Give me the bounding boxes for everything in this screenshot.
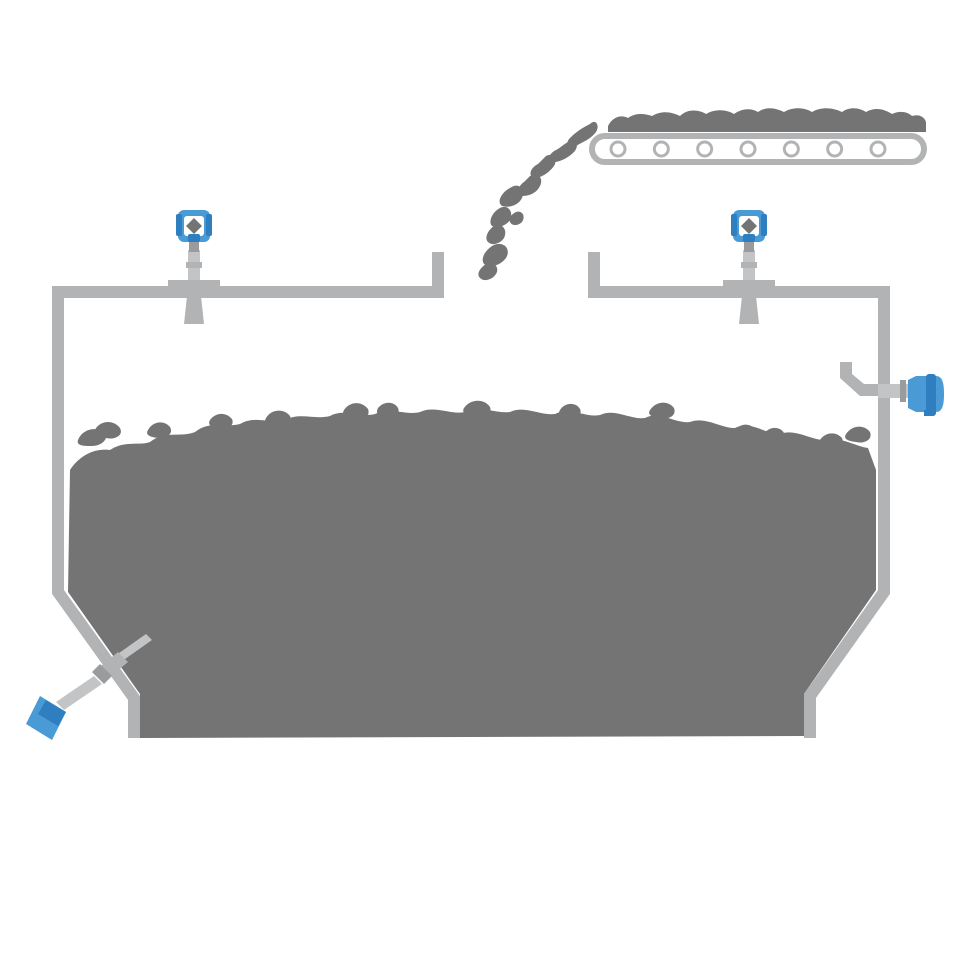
conveyor-roller: [609, 140, 627, 158]
conveyor-roller: [739, 140, 757, 158]
side-switch-paddle: [840, 362, 880, 396]
radar-level-transmitter-right: [723, 210, 775, 324]
conveyor-roller: [826, 140, 844, 158]
conveyor-roller: [782, 140, 800, 158]
point-level-switch-cone: [26, 634, 152, 740]
point-level-switch-side: [840, 362, 944, 416]
silo-roof-right: [588, 252, 890, 738]
conveyor-roller: [696, 140, 714, 158]
silo-vessel: [52, 252, 890, 738]
cone-switch-stem: [56, 676, 102, 710]
conveyor-belt: [589, 133, 927, 165]
belt-conveyor: [589, 108, 927, 165]
falling-material-stream: [478, 121, 598, 281]
silo-roof-left: [52, 252, 444, 738]
radar-level-transmitter-left: [168, 210, 220, 324]
conveyor-roller: [652, 140, 670, 158]
conveyor-rollers: [609, 140, 887, 158]
bulk-material-fill: [68, 400, 876, 738]
conveyor-material: [608, 108, 926, 132]
conveyor-roller: [869, 140, 887, 158]
